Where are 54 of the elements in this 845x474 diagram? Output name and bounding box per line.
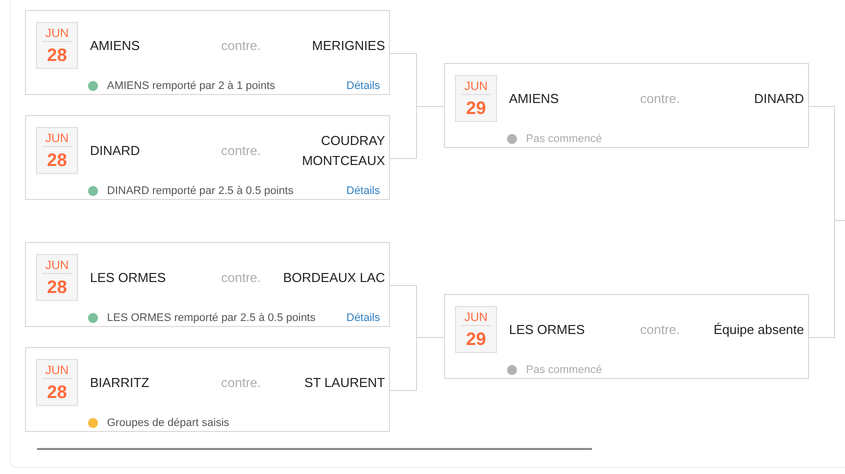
status-text: Pas commencé	[526, 363, 602, 377]
month-label: JUN	[42, 130, 72, 147]
match-card	[25, 347, 390, 432]
versus-label: contre.	[221, 374, 261, 392]
versus-label: contre.	[221, 37, 261, 55]
status-text: DINARD remporté par 2.5 à 0.5 points	[107, 184, 294, 198]
date-badge	[36, 359, 78, 406]
day-number: 28	[46, 150, 68, 170]
team-name: ST LAURENT	[304, 374, 385, 392]
month-label: JUN	[461, 78, 491, 95]
month-label: JUN	[42, 25, 72, 42]
team-name: BORDEAUX LAC	[283, 269, 385, 287]
bracket-line	[808, 220, 845, 338]
day-number: 29	[464, 98, 488, 118]
date-badge	[36, 254, 78, 301]
team-name: DINARD	[90, 142, 140, 160]
match-card	[25, 115, 390, 200]
details-link: Détails	[346, 79, 380, 93]
details-link: Détails	[346, 184, 380, 198]
status-text: AMIENS remporté par 2 à 1 points	[107, 79, 276, 93]
team-name: BIARRITZ	[90, 374, 150, 392]
status-text: LES ORMES remporté par 2.5 à 0.5 points	[107, 311, 316, 325]
match-card	[444, 63, 809, 148]
match-card	[25, 10, 390, 95]
versus-label: contre.	[221, 142, 261, 160]
details-link: Détails	[346, 311, 380, 325]
status-text: Groupes de départ saisis	[107, 416, 230, 430]
month-label: JUN	[42, 257, 72, 274]
team-name: DINARD	[754, 90, 804, 108]
status-text: Pas commencé	[526, 132, 602, 146]
team-name: AMIENS	[90, 37, 140, 55]
versus-label: contre.	[221, 269, 261, 287]
versus-label: contre.	[640, 90, 680, 108]
date-badge	[455, 75, 497, 122]
team-name: LES ORMES	[509, 321, 585, 339]
versus-label: contre.	[640, 321, 680, 339]
bracket-line	[390, 337, 444, 391]
match-card	[444, 294, 809, 379]
date-badge	[36, 127, 78, 174]
day-number: 29	[464, 329, 488, 349]
date-badge	[455, 306, 497, 353]
month-label: JUN	[461, 309, 491, 326]
bracket-line	[390, 106, 444, 159]
day-number: 28	[46, 45, 68, 65]
day-number: 28	[46, 382, 68, 402]
team-name: AMIENS	[509, 90, 559, 108]
team-name: LES ORMES	[90, 269, 166, 287]
match-card	[25, 242, 390, 327]
month-label: JUN	[42, 362, 72, 379]
date-badge	[36, 22, 78, 69]
day-number: 28	[46, 277, 68, 297]
team-name: Équipe absente	[714, 321, 804, 339]
team-name: MERIGNIES	[312, 37, 385, 55]
team-name: COUDRAY MONTCEAUX	[300, 132, 385, 170]
